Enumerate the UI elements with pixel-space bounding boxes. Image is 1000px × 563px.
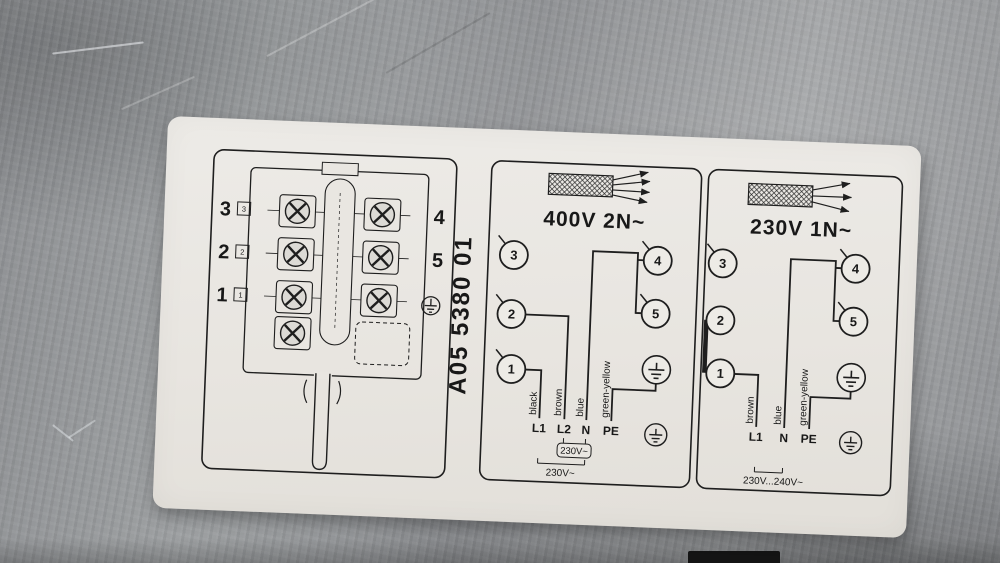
terminal-circles-right: [837, 248, 871, 337]
wire-color: blue: [773, 405, 785, 425]
chassis-earth-icon: [838, 430, 863, 455]
terminal-number: 4: [433, 207, 446, 229]
cable-icon: [547, 170, 651, 205]
terminal-circle-label: 4: [852, 261, 861, 276]
wire-label: L1: [748, 430, 763, 445]
wire-label: L1: [532, 421, 547, 436]
terminal-circle-label: 1: [716, 366, 724, 381]
panel-bottom-shadow: [0, 538, 1000, 563]
wiring-diagram: 3 2 1 3 2 1 4 5: [201, 149, 904, 497]
voltage-bracket-l2-n: [556, 438, 592, 459]
wire-color: black: [528, 390, 540, 415]
wiring-label: 3 2 1 3 2 1 4 5: [152, 116, 922, 538]
terminal-screws: [279, 198, 396, 346]
wire-lines: [525, 250, 657, 422]
bridge-link: [702, 319, 709, 373]
terminal-number: 2: [218, 241, 230, 263]
wire-color: brown: [745, 396, 757, 424]
terminal-circle-label: 5: [850, 314, 858, 329]
wire-lines: [734, 258, 852, 430]
wire-color: blue: [575, 397, 587, 417]
wiring-230v: 230V 1N~: [695, 168, 904, 497]
terminal-circle-label: 2: [716, 313, 724, 328]
voltage-bracket-l1-n: [753, 466, 784, 474]
connection-title: 400V 2N~: [543, 207, 646, 234]
terminal-circle-label: 3: [510, 247, 518, 262]
wire-color: green-yellow: [798, 368, 811, 426]
scratch-mark: [68, 419, 96, 439]
earth-terminal-icon: [641, 355, 672, 385]
chassis-earth-icon: [644, 423, 668, 447]
terminal-circles-left: [705, 243, 738, 389]
voltage-value: 230V...240V~: [743, 475, 804, 488]
wire-label: L2: [557, 422, 572, 437]
earth-terminal-icon: [836, 362, 867, 393]
terminal-circle-label: 3: [719, 256, 727, 271]
port-digit: 1: [238, 290, 243, 299]
earth-icon: [421, 296, 441, 316]
port-digit: 3: [242, 205, 247, 214]
scratch-mark: [385, 12, 491, 74]
terminal-number: 1: [216, 284, 228, 306]
wire-label: N: [779, 431, 788, 445]
terminal-circles-right: [639, 240, 673, 329]
wire-color: green-yellow: [600, 360, 613, 418]
terminal-circle-label: 1: [507, 361, 515, 376]
voltage-value: 230V~: [560, 446, 589, 458]
voltage-bracket-l1-n: [537, 458, 586, 466]
scratch-mark: [52, 41, 144, 55]
wire-label: PE: [603, 424, 620, 439]
terminal-circle-label: 4: [654, 253, 663, 268]
cable-icon: [747, 181, 853, 213]
wire-label: PE: [800, 432, 817, 447]
voltage-value: 230V~: [545, 467, 575, 479]
terminal-circles-left: [495, 234, 529, 384]
terminal-block-diagram: 3 2 1 3 2 1 4 5: [201, 149, 458, 479]
wire-label: N: [581, 423, 590, 437]
terminal-number: 5: [432, 250, 444, 272]
wire-color: brown: [553, 388, 565, 416]
connection-title: 230V 1N~: [750, 215, 853, 242]
scratch-mark: [52, 424, 74, 442]
supply-cable: [303, 373, 342, 471]
terminal-circle-label: 2: [508, 306, 516, 321]
clamp-zone: [354, 321, 411, 367]
wiring-400v: 400V 2N~ 3: [478, 160, 703, 489]
port-digit: 2: [240, 248, 245, 257]
terminal-circle-label: 5: [652, 306, 660, 321]
panel-slot: [688, 551, 780, 563]
terminal-number: 3: [219, 198, 231, 220]
scratch-mark: [266, 0, 400, 58]
part-number: A05 5380 01: [444, 235, 477, 395]
scratch-mark: [121, 75, 195, 111]
